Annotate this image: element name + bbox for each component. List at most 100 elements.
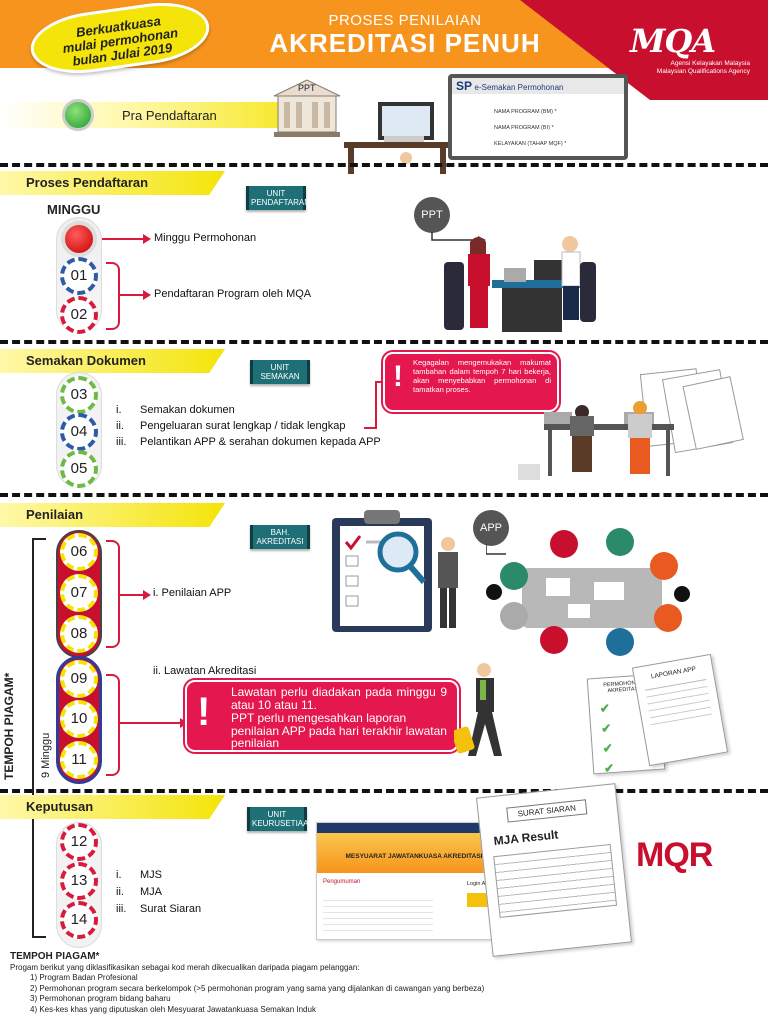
- divider-3: [0, 493, 768, 497]
- footnote-list: 1) Program Badan Profesional 2) Permohon…: [10, 973, 758, 1015]
- tempoh-bracket: [32, 538, 46, 938]
- week-number: 02: [70, 306, 88, 323]
- item-lawatan: ii. Lawatan Akreditasi: [153, 665, 257, 677]
- arrow-head: [180, 718, 188, 728]
- clipboard-magnifier-icon: [332, 510, 458, 632]
- minggu-label: MINGGU: [47, 202, 101, 217]
- keputusan-item-2: MJA: [140, 886, 162, 898]
- divider-1: [0, 163, 768, 167]
- mqa-logo-sub1: Agensi Kelayakan Malaysia: [670, 60, 751, 67]
- divider-2: [0, 340, 768, 344]
- pra-dot-front: [62, 99, 94, 131]
- week-circle-11: 11: [60, 741, 98, 779]
- divider-4: [0, 789, 768, 793]
- building-icon: [273, 79, 341, 137]
- bracket: [106, 674, 120, 776]
- lawatan-warning: ! Lawatan perlu diadakan pada minggu 9 a…: [185, 680, 459, 752]
- screen-field-3: KELAYAKAN (TAHAP MQF) *: [494, 141, 567, 147]
- footnote-item: 2) Permohonan program secara berkelompok…: [30, 983, 485, 993]
- semakan-item-1: Semakan dokumen: [140, 404, 235, 416]
- item-minggu-permohonan: Minggu Permohonan: [154, 232, 257, 244]
- arrow-line: [120, 294, 144, 296]
- week-number: 01: [70, 267, 88, 284]
- mqa-logo-sub2: Malaysian Qualifications Agency: [656, 68, 750, 75]
- semakan-num-3: iii.: [116, 436, 127, 448]
- ppt-bubble: PPT: [414, 197, 450, 233]
- week-circle-07: 07: [60, 574, 98, 612]
- footnote-item: 4) Kes-kes khas yang diputuskan oleh Mes…: [30, 1004, 316, 1014]
- tag-semakan: Semakan Dokumen: [0, 349, 225, 373]
- tag-penilaian: Penilaian: [0, 503, 225, 527]
- title-small: PROSES PENILAIAN: [328, 12, 482, 29]
- evaluation-meeting-icon: [486, 528, 690, 656]
- page-title: AKREDITASI PENUH: [269, 28, 541, 58]
- screen-field-1: NAMA PROGRAM (BM) *: [494, 109, 557, 115]
- item-penilaian-app: i. Penilaian APP: [153, 587, 232, 599]
- week-number: 10: [70, 710, 88, 727]
- footnote-intro: Progam berikut yang diklasifikasikan seb…: [10, 962, 360, 972]
- week-number: 04: [70, 423, 88, 440]
- mqa-logo: MQA Agensi Kelayakan Malaysia Malaysian …: [630, 22, 750, 76]
- pra-label: Pra Pendaftaran: [122, 108, 217, 123]
- semakan-num-1: i.: [116, 404, 122, 416]
- bracket: [106, 262, 120, 330]
- arrow-head: [143, 290, 151, 300]
- lawatan-warning-line-1: Lawatan perlu diadakan pada minggu 9 ata…: [231, 685, 447, 712]
- week-circle-04: 04: [60, 413, 98, 451]
- walking-businessman-icon: [454, 663, 502, 756]
- tag-pendaftaran: Proses Pendaftaran: [0, 171, 225, 195]
- screen-brand: SP: [456, 79, 473, 93]
- exclamation-icon: !: [197, 690, 211, 734]
- lawatan-warning-line-2: PPT perlu mengesahkan laporan penilaian …: [231, 711, 447, 750]
- report-app: LAPORAN APP: [631, 653, 729, 767]
- week-circle-08: 08: [60, 615, 98, 653]
- week-number: 05: [70, 460, 88, 477]
- desk-computer-icon: [344, 102, 450, 174]
- unit-keurusetiaan: UNIT KEURUSETIAAN: [247, 807, 314, 831]
- app-bubble: APP: [473, 510, 509, 546]
- week-number: 12: [70, 833, 88, 850]
- building-label: PPT: [298, 83, 316, 93]
- esemakan-screen: SP e-Semakan Permohonan NAMA PROGRAM (BM…: [448, 74, 628, 160]
- pra-band: [0, 102, 330, 128]
- week-circle-12: 12: [60, 823, 98, 861]
- unit-semakan: UNIT SEMAKAN: [250, 360, 310, 384]
- portal-login: Login Ahli: [467, 881, 491, 887]
- semakan-warning-text: Kegagalan mengemukakan makumat tambahan …: [413, 358, 551, 394]
- mqa-logo-mark: MQA: [630, 22, 716, 60]
- semakan-item-2: Pengeluaran surat lengkap / tidak lengka…: [140, 420, 346, 432]
- tag-keputusan: Keputusan: [0, 795, 225, 819]
- exclamation-icon: !: [393, 360, 403, 393]
- meeting-desk-icon: [431, 232, 596, 332]
- week-circle-14: 14: [60, 901, 98, 939]
- portal-title: MESYUARAT JAWATANKUASA AKREDITASI: [345, 853, 483, 860]
- arrow-line: [102, 238, 144, 240]
- week-number: 13: [70, 872, 88, 889]
- footnote-item: 1) Program Badan Profesional: [30, 973, 138, 982]
- week-circle-06: 06: [60, 533, 98, 571]
- portal-announcement: Pengumuman: [323, 879, 361, 885]
- keputusan-item-1: MJS: [140, 869, 162, 881]
- arrow-line: [120, 594, 144, 596]
- week-number: 09: [70, 670, 88, 687]
- screen-title: e-Semakan Permohonan: [474, 83, 564, 92]
- week-circle-13: 13: [60, 862, 98, 900]
- mqr-logo: MQR: [636, 836, 713, 874]
- week-number: 08: [70, 625, 88, 642]
- tempoh-title: TEMPOH PIAGAM*: [2, 672, 16, 780]
- arrow-head: [143, 234, 151, 244]
- review-team-icon: [518, 368, 744, 480]
- portal-screenshot: MESYUARAT JAWATANKUASA AKREDITASI Pengum…: [316, 822, 512, 940]
- semakan-item-3: Pelantikan APP & serahan dokumen kepada …: [140, 436, 381, 448]
- week-circle-03: 03: [60, 376, 98, 414]
- week-number: 06: [70, 543, 88, 560]
- footnote-heading: TEMPOH PIAGAM*: [10, 951, 100, 962]
- item-pendaftaran-program: Pendaftaran Program oleh MQA: [154, 288, 312, 300]
- unit-akreditasi: BAH. AKREDITASI: [250, 525, 310, 549]
- week-start-dot: [61, 221, 97, 257]
- week-circle-05: 05: [60, 450, 98, 488]
- unit-pendaftaran: UNIT PENDAFTARAN: [246, 186, 310, 210]
- semakan-warning: ! Kegagalan mengemukakan makumat tambaha…: [383, 352, 559, 412]
- footnote: TEMPOH PIAGAM* Progam berikut yang dikla…: [10, 951, 758, 1015]
- bracket: [106, 540, 120, 648]
